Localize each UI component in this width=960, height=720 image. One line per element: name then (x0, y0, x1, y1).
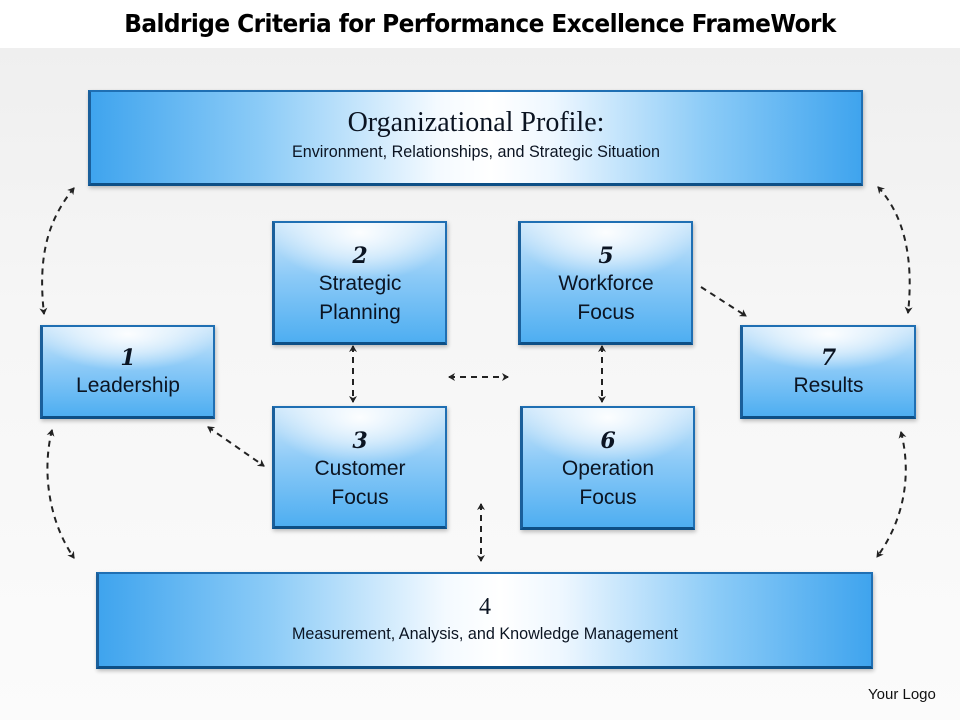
logo-placeholder: Your Logo (868, 686, 936, 703)
box-number: 3 (352, 428, 368, 454)
workforce-focus-box: 5 Workforce Focus (518, 221, 693, 345)
box-number: 5 (598, 243, 614, 269)
profile-heading: Organizational Profile: (347, 107, 605, 138)
box-label-line-2: Focus (331, 486, 389, 509)
box-label-line-1: Operation (561, 457, 655, 480)
box-label-line-1: Workforce (558, 272, 654, 295)
box-label-line-1: Customer (314, 457, 406, 480)
customer-focus-box: 3 Customer Focus (272, 406, 447, 529)
profile-subtitle: Environment, Relationships, and Strategi… (291, 142, 661, 161)
box-label-line-2: Focus (577, 301, 635, 324)
box-number: 6 (600, 428, 616, 454)
box-label: Results (793, 374, 864, 397)
strategic-planning-box: 2 Strategic Planning (272, 221, 447, 345)
box-number: 1 (120, 345, 136, 371)
page-title: Baldrige Criteria for Performance Excell… (124, 9, 836, 38)
box-number: 7 (820, 345, 837, 371)
operation-focus-box: 6 Operation Focus (520, 406, 695, 530)
box-label-line-2: Focus (579, 486, 637, 509)
box-label-line-1: Strategic (318, 272, 402, 295)
box-label-line-2: Planning (319, 301, 401, 324)
measurement-label: Measurement, Analysis, and Knowledge Man… (291, 624, 679, 643)
measurement-analysis-box: 4 Measurement, Analysis, and Knowledge M… (96, 572, 873, 669)
box-number: 2 (352, 243, 368, 269)
box-label: Leadership (76, 374, 180, 397)
results-box: 7 Results (740, 325, 916, 419)
title-bar: Baldrige Criteria for Performance Excell… (0, 0, 960, 48)
organizational-profile-box: Organizational Profile: Environment, Rel… (88, 90, 863, 186)
leadership-box: 1 Leadership (40, 325, 215, 419)
box-number: 4 (479, 594, 491, 620)
